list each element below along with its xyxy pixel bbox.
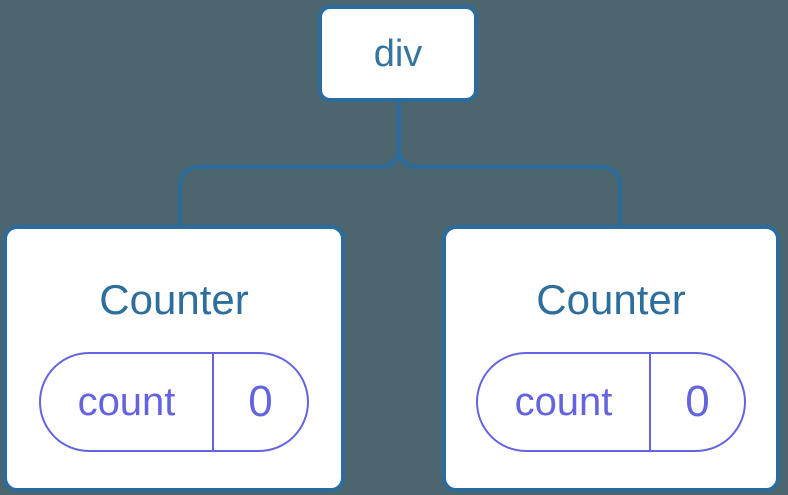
state-value-cell: 0 <box>214 354 307 450</box>
state-key-cell: count <box>478 354 651 450</box>
state-pill: count 0 <box>476 352 746 452</box>
state-key-label: count <box>514 380 613 424</box>
state-key-cell: count <box>41 354 214 450</box>
state-value-label: 0 <box>685 377 710 426</box>
counter-title: Counter <box>99 276 249 323</box>
connector-left-branch <box>178 100 401 227</box>
state-value-label: 0 <box>248 377 273 426</box>
state-pill: count 0 <box>39 352 309 452</box>
counter-node-left: Counter count 0 <box>3 225 345 492</box>
connector-right-branch <box>397 100 622 227</box>
state-value-cell: 0 <box>651 354 744 450</box>
counter-title: Counter <box>536 276 686 323</box>
counter-node-right: Counter count 0 <box>442 225 780 492</box>
root-node-label: div <box>373 32 423 75</box>
state-key-label: count <box>77 380 176 424</box>
root-node-div: div <box>318 5 478 102</box>
